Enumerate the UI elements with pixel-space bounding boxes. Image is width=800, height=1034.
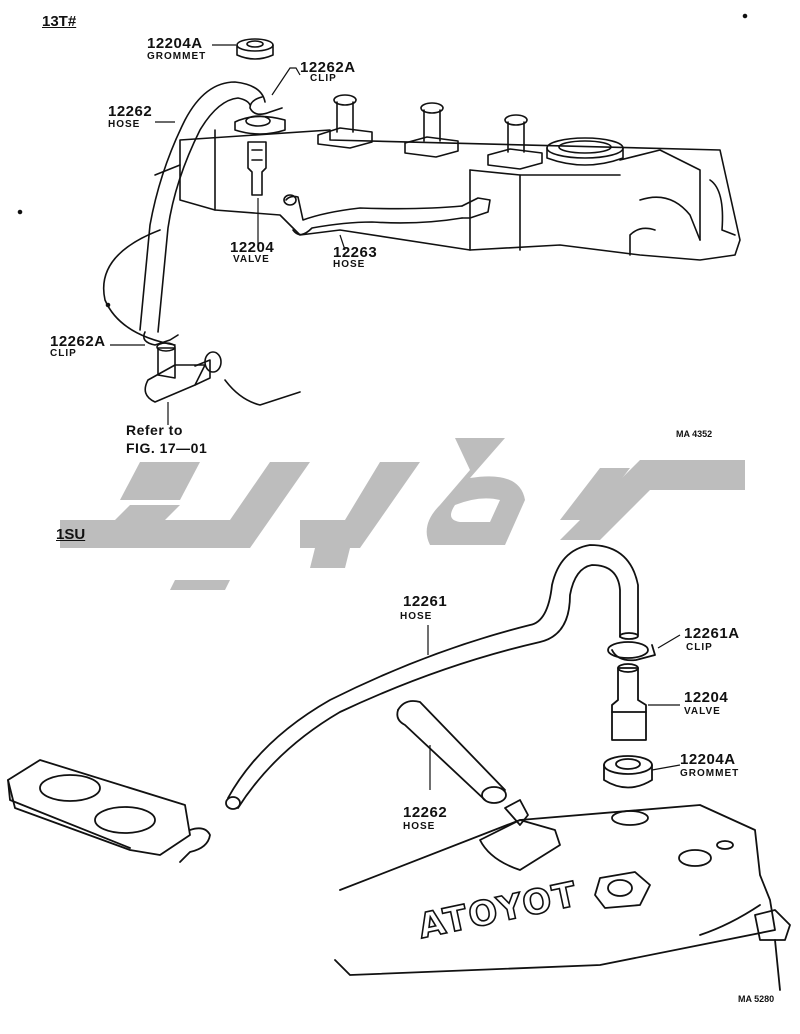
hose-12261 xyxy=(225,544,639,810)
top-leader-lines xyxy=(110,44,346,425)
label-grommet-top-number: 12204A xyxy=(147,35,203,52)
label-valve-bottom-name: VALVE xyxy=(684,706,721,717)
grommet-bottom-part xyxy=(603,755,653,789)
valve-cover xyxy=(334,799,791,991)
figure-code-top: MA 4352 xyxy=(676,429,713,439)
toyota-engraving: TOYOTA xyxy=(412,874,580,948)
clip-12261a-part xyxy=(607,641,656,662)
pcv-valve-bottom-part xyxy=(611,663,647,741)
label-hose2-top-number: 12263 xyxy=(333,244,378,261)
engraving-text: TOYOTA xyxy=(413,875,580,948)
figure-code-bottom: MA 5280 xyxy=(738,994,775,1004)
bottom-diagram xyxy=(7,544,791,991)
section-title-1su: 1SU xyxy=(56,526,86,543)
label-valve-bottom-number: 12204 xyxy=(684,689,729,706)
label-grommet-top-name: GROMMET xyxy=(147,51,207,62)
clip-low-part xyxy=(142,331,179,346)
label-valve-top-name: VALVE xyxy=(233,254,270,265)
label-clip-top-number: 12262A xyxy=(300,59,356,76)
grommet-top-part xyxy=(236,38,274,60)
bottom-leader-lines xyxy=(427,625,681,790)
label-clip-bottom-number: 12261A xyxy=(684,625,740,642)
label-valve-top-number: 12204 xyxy=(230,239,275,256)
elbow-fitting xyxy=(144,342,222,403)
intake-stubs xyxy=(317,94,543,170)
clip-top-part xyxy=(249,96,283,116)
label-clip-low-name: CLIP xyxy=(50,348,77,359)
carb-gasket-plate xyxy=(7,759,211,863)
label-hose-short-name: HOSE xyxy=(403,821,436,832)
label-hose-top-name: HOSE xyxy=(108,119,141,130)
section-title-13t: 13T# xyxy=(42,13,77,30)
label-hose-long-name: HOSE xyxy=(400,611,433,622)
watermark-logo xyxy=(60,438,745,590)
hose-12262-bottom xyxy=(396,700,507,804)
label-clip-bottom-name: CLIP xyxy=(686,642,713,653)
label-hose-short-number: 12262 xyxy=(403,804,448,821)
hose-12263 xyxy=(283,194,491,236)
label-clip-top-name: CLIP xyxy=(310,73,337,84)
label-clip-low-number: 12262A xyxy=(50,333,106,350)
refer-to-line1: Refer to xyxy=(126,422,183,438)
top-diagram xyxy=(17,13,748,406)
label-grommet-bottom-name: GROMMET xyxy=(680,768,740,779)
pcv-valve-top-part xyxy=(247,141,267,196)
label-hose2-top-name: HOSE xyxy=(333,259,366,270)
refer-to-line2: FIG. 17—01 xyxy=(126,440,208,456)
label-grommet-bottom-number: 12204A xyxy=(680,751,736,768)
top-engine-outline xyxy=(179,129,741,261)
label-hose-top-number: 12262 xyxy=(108,103,153,120)
hose-12262-top xyxy=(139,81,266,333)
label-hose-long-number: 12261 xyxy=(403,593,448,610)
